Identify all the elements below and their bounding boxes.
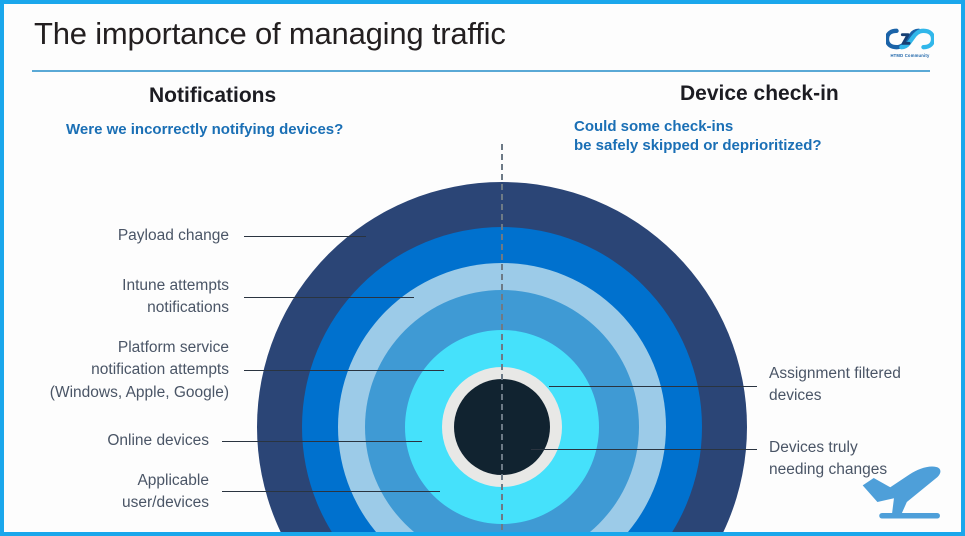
label-platform-service: Platform service notification attempts (… [4,337,229,404]
label-online-devices: Online devices [4,430,209,452]
label-intune-attempts-line1: Intune attempts [122,277,229,294]
page-title: The importance of managing traffic [34,16,506,51]
leader-line-payload-change [244,236,366,237]
label-applicable-users: Applicable user/devices [4,470,209,515]
logo-wordmark: HTMD Community [890,52,930,58]
leader-line-online-devices [222,441,422,442]
label-platform-service-line2: notification attempts [91,361,229,379]
label-online-devices-line1: Online devices [107,432,209,449]
label-devices-needing-changes-line1: Devices truly [769,439,858,456]
center-dashed-divider [501,144,503,532]
leader-line-assignment-filtered [549,386,757,387]
title-divider-rule [32,70,930,72]
question-device-checkin-line2: be safely skipped or deprioritized? [574,137,822,155]
heading-notifications: Notifications [149,84,277,107]
label-applicable-users-line2: user/devices [121,494,209,512]
question-notifications: Were we incorrectly notifying devices? [66,121,344,138]
leader-line-platform-service [244,370,444,371]
label-assignment-filtered: Assignment filtered devices [769,363,961,408]
leader-line-devices-needing-changes [531,449,757,450]
label-applicable-users-line1: Applicable [137,472,209,489]
question-device-checkin: Could some check-ins be safely skipped o… [574,117,822,155]
label-payload-change-line1: Payload change [117,227,229,244]
logo-infinity-icon [886,28,934,49]
htmd-community-logo: HTMD Community [875,20,945,64]
label-assignment-filtered-line1: Assignment filtered [769,365,901,382]
heading-device-checkin: Device check-in [680,82,839,105]
label-devices-needing-changes: Devices truly needing changes [769,437,961,482]
leader-line-applicable-users [222,491,440,492]
question-device-checkin-line1: Could some check-ins [574,118,734,135]
label-devices-needing-changes-line2: needing changes [769,461,888,479]
label-intune-attempts-line2: notifications [147,299,229,317]
label-assignment-filtered-line2: devices [769,387,822,405]
airplane-takeoff-icon [862,466,941,519]
label-intune-attempts: Intune attempts notifications [4,275,229,320]
label-payload-change: Payload change [4,225,229,247]
label-platform-service-line1: Platform service [117,339,229,356]
leader-line-intune-attempts [244,297,414,298]
label-platform-service-line3: (Windows, Apple, Google) [49,383,229,401]
